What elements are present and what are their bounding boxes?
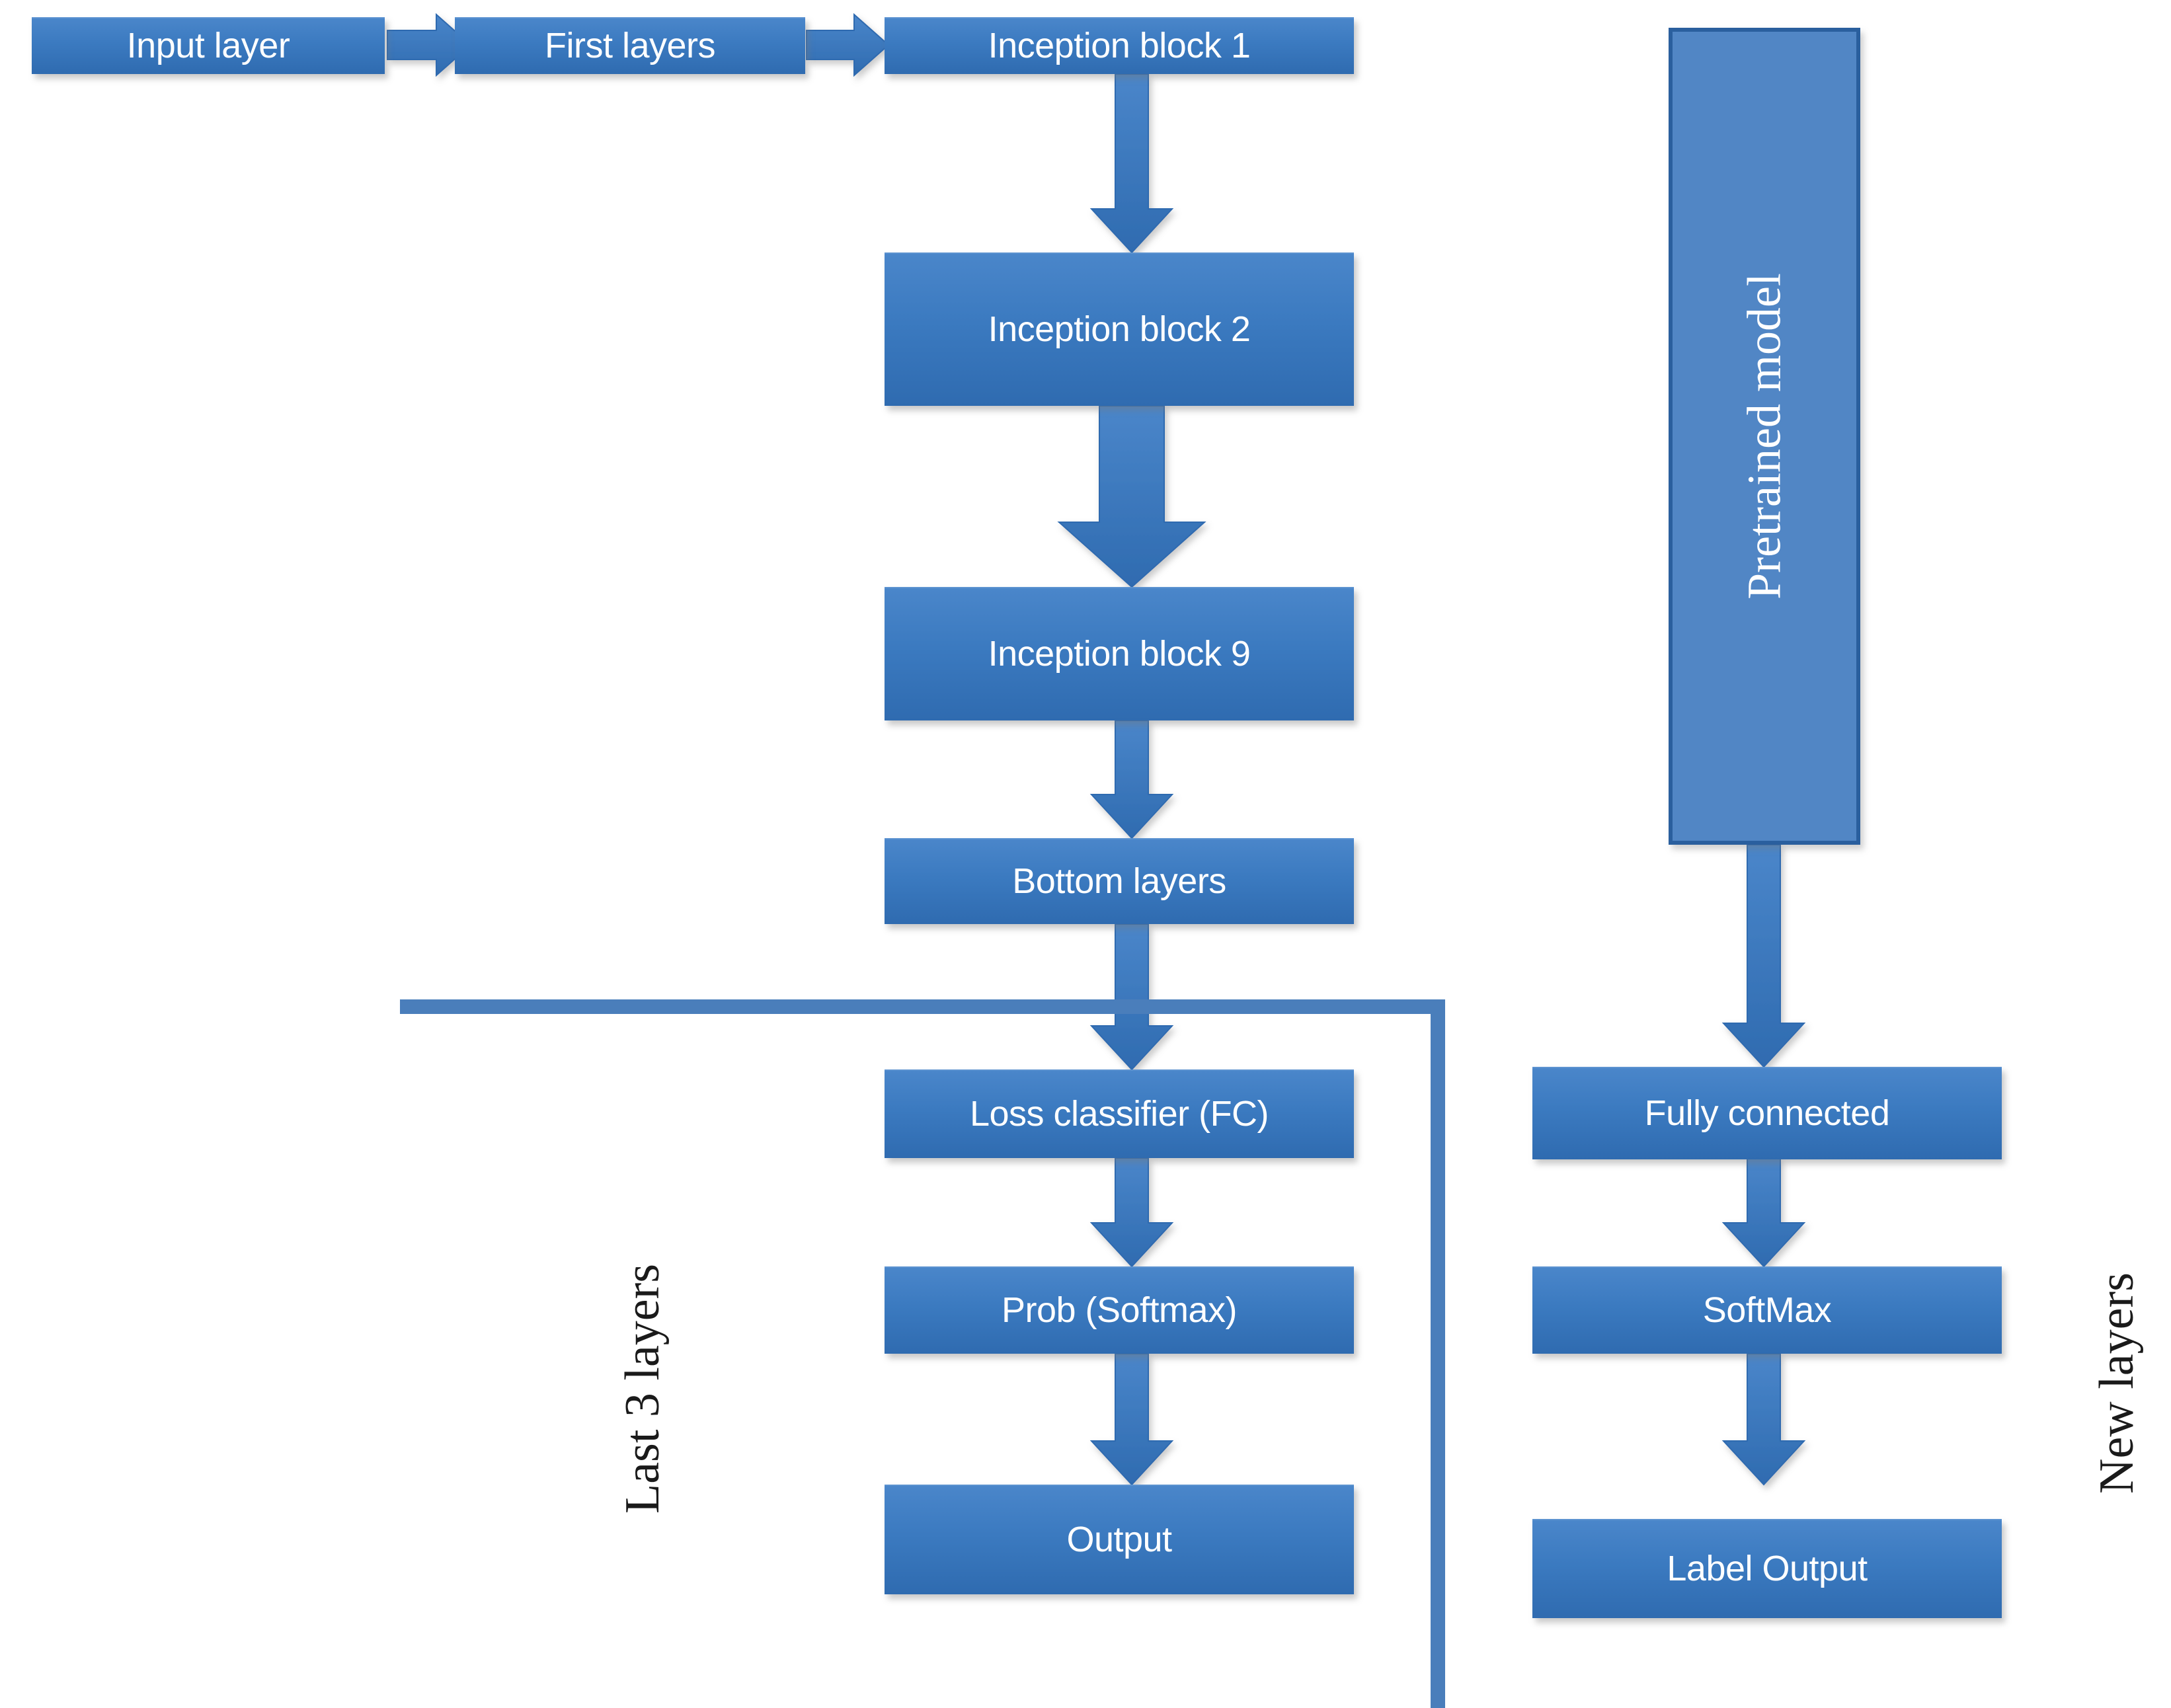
node-label: Prob (Softmax): [1001, 1290, 1238, 1331]
node-loss-classifier[interactable]: Loss classifier (FC): [885, 1069, 1354, 1158]
down-arrow-icon: [1721, 1353, 1806, 1486]
side-label-last-3-layers: Last 3 layers: [615, 1263, 670, 1514]
side-label-new-layers: New layers: [2090, 1272, 2144, 1494]
node-label: Fully connected: [1644, 1093, 1890, 1134]
node-input-layer[interactable]: Input layer: [32, 17, 385, 74]
node-bottom-layers[interactable]: Bottom layers: [885, 838, 1354, 924]
node-label: Inception block 2: [988, 309, 1251, 350]
node-inception-block-1[interactable]: Inception block 1: [885, 17, 1354, 74]
node-label: Bottom layers: [1012, 861, 1226, 902]
node-first-layers[interactable]: First layers: [455, 17, 805, 74]
right-arrow-icon: [806, 13, 890, 77]
down-arrow-icon: [1721, 1157, 1806, 1268]
node-prob-softmax[interactable]: Prob (Softmax): [885, 1266, 1354, 1354]
down-arrow-icon: [1057, 405, 1206, 588]
node-inception-block-9[interactable]: Inception block 9: [885, 587, 1354, 720]
down-arrow-icon: [1089, 720, 1174, 839]
node-fully-connected[interactable]: Fully connected: [1532, 1067, 2002, 1159]
node-label: Label Output: [1667, 1549, 1868, 1589]
node-label-output[interactable]: Label Output: [1532, 1519, 2002, 1618]
down-arrow-icon: [1089, 73, 1174, 254]
node-label: First layers: [544, 26, 716, 66]
panel-pretrained-model[interactable]: Pretrained model: [1669, 28, 1860, 845]
down-arrow-icon: [1089, 923, 1174, 1071]
node-label: Loss classifier (FC): [969, 1094, 1269, 1134]
pretrained-model-label: Pretrained model: [1737, 273, 1791, 600]
node-label: Inception block 1: [988, 26, 1251, 66]
node-output[interactable]: Output: [885, 1485, 1354, 1594]
node-label: SoftMax: [1702, 1290, 1832, 1331]
down-arrow-icon: [1721, 844, 1806, 1068]
down-arrow-icon: [1089, 1157, 1174, 1268]
node-label: Inception block 9: [988, 634, 1251, 674]
node-softmax[interactable]: SoftMax: [1532, 1266, 2002, 1354]
node-inception-block-2[interactable]: Inception block 2: [885, 252, 1354, 406]
down-arrow-icon: [1089, 1353, 1174, 1486]
node-label: Input layer: [126, 26, 290, 66]
node-label: Output: [1066, 1520, 1172, 1560]
